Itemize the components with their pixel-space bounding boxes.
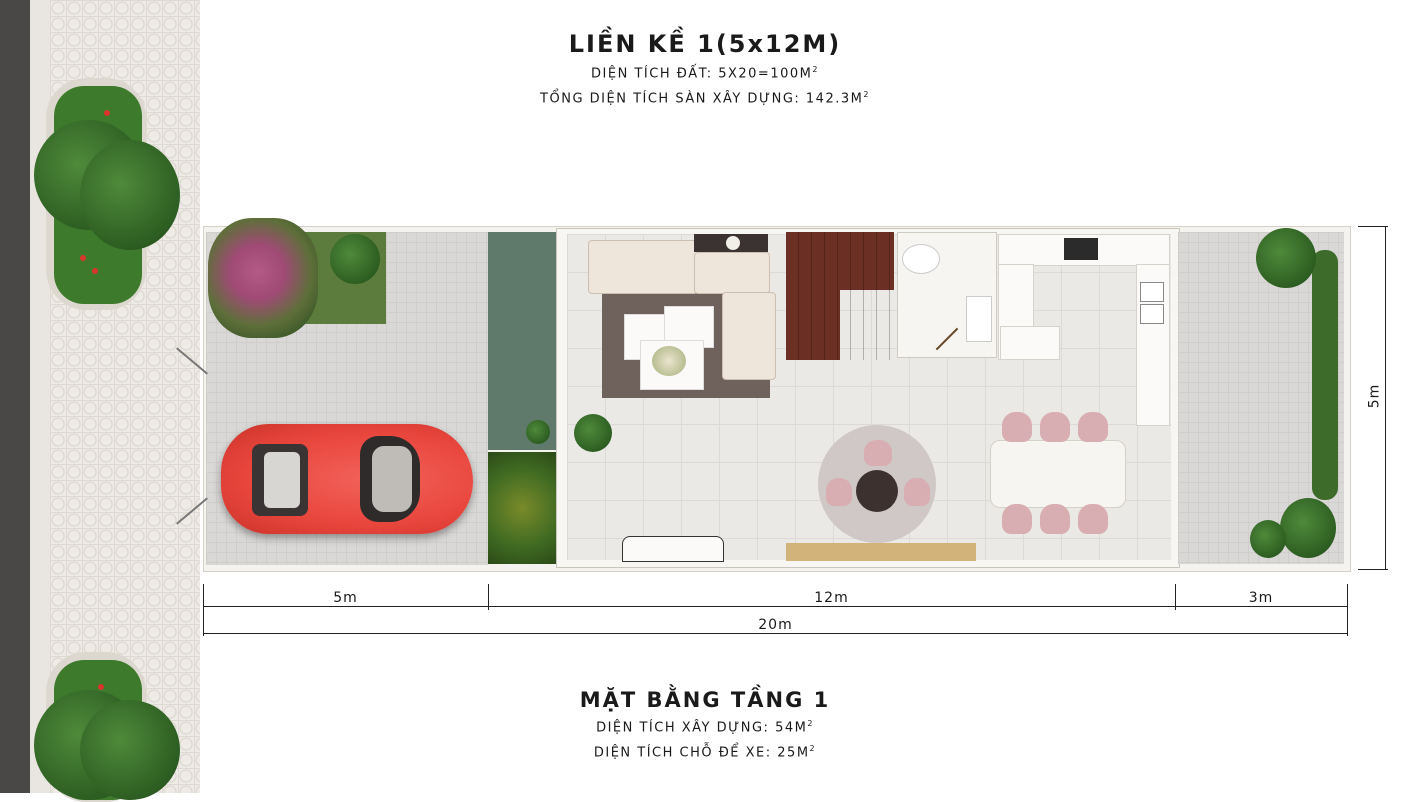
land-area-label: DIỆN TÍCH ĐẤT: 5X20=100M2 <box>0 65 1410 81</box>
bench <box>786 543 976 561</box>
dining-chair <box>1078 504 1108 534</box>
total-dimension-line <box>203 633 1348 634</box>
stair-treads <box>786 232 894 360</box>
dim-tick-house <box>1175 584 1176 610</box>
gross-floor-area-text: TỔNG DIỆN TÍCH SÀN XÂY DỰNG: 142.3M <box>540 91 864 107</box>
appliance-icon <box>1140 304 1164 324</box>
lamp-icon <box>726 236 740 250</box>
floor-plan-title: MẶT BẰNG TẦNG 1 <box>0 688 1410 712</box>
back-yard-dimension-label: 3m <box>1248 590 1274 606</box>
dim-tick-start <box>203 584 204 636</box>
flower <box>104 110 110 116</box>
back-plant-bottom <box>1280 498 1336 558</box>
dining-chair <box>1040 504 1070 534</box>
gross-floor-area-sup: 2 <box>863 90 870 99</box>
toilet-icon <box>902 244 940 274</box>
width-dimension-label: 5m <box>1366 383 1383 409</box>
sink-icon <box>1140 282 1164 302</box>
stair-lower-flight <box>786 290 840 360</box>
indoor-plant <box>574 414 612 452</box>
floor-plan-title-text: MẶT BẰNG TẦNG 1 <box>579 688 831 712</box>
building-area-sup: 2 <box>807 719 814 728</box>
dim-tick-front-yard <box>488 584 489 610</box>
small-potted-plant <box>526 420 550 444</box>
cooktop-icon <box>1064 238 1098 260</box>
wash-basin <box>966 296 992 342</box>
parking-area-label: DIỆN TÍCH CHỖ ĐỂ XE: 25M2 <box>0 744 1410 760</box>
flower <box>80 255 86 261</box>
back-plant-small <box>1250 520 1286 558</box>
round-chair <box>864 440 892 466</box>
car-seats <box>372 446 412 512</box>
garden-shrub <box>330 234 380 284</box>
entrance-green-wall <box>488 232 558 450</box>
stair-upper-flight <box>786 232 894 290</box>
dining-chair <box>1002 412 1032 442</box>
building-area-label: DIỆN TÍCH XÂY DỰNG: 54M2 <box>0 719 1410 735</box>
building-area-text: DIỆN TÍCH XÂY DỰNG: 54M <box>596 720 808 736</box>
round-chair <box>826 478 852 506</box>
sofa-left <box>588 240 698 294</box>
car-engine <box>264 452 300 508</box>
flower <box>98 684 104 690</box>
dim-tick-end <box>1347 584 1348 636</box>
segment-dimension-line <box>203 606 1348 607</box>
flowering-shrub <box>208 218 318 338</box>
width-tick-top <box>1358 226 1388 227</box>
flower-bed <box>488 452 556 564</box>
gross-floor-area-label: TỔNG DIỆN TÍCH SÀN XÂY DỰNG: 142.3M2 <box>0 90 1410 106</box>
flower-vase <box>652 346 686 376</box>
round-chair <box>904 478 930 506</box>
parking-area-sup: 2 <box>809 744 817 753</box>
sofa-chaise <box>722 292 776 380</box>
round-table <box>856 470 898 512</box>
width-dimension-line <box>1385 226 1386 570</box>
dining-chair <box>1078 412 1108 442</box>
console-table <box>622 536 724 562</box>
total-length-dimension-label: 20m <box>758 617 793 633</box>
back-plant-top <box>1256 228 1316 288</box>
house-depth-dimension-label: 12m <box>814 590 849 606</box>
flower <box>92 268 98 274</box>
dining-table <box>990 440 1126 508</box>
land-area-sup: 2 <box>812 65 819 74</box>
land-area-text: DIỆN TÍCH ĐẤT: 5X20=100M <box>591 66 813 82</box>
tree-bottom-2 <box>80 700 180 800</box>
tree-top-2 <box>80 140 180 250</box>
sofa-middle <box>694 252 770 294</box>
dining-chair <box>1002 504 1032 534</box>
parking-area-text: DIỆN TÍCH CHỖ ĐỂ XE: 25M <box>593 745 810 761</box>
kitchen-island <box>1000 326 1060 360</box>
width-tick-bottom <box>1358 569 1388 570</box>
dining-chair <box>1040 412 1070 442</box>
page-title-text: LIỀN KỀ 1(5x12M) <box>568 30 842 58</box>
page-title: LIỀN KỀ 1(5x12M) <box>0 30 1410 58</box>
front-yard-dimension-label: 5m <box>333 590 358 606</box>
back-hedge <box>1312 250 1338 500</box>
street <box>0 0 30 793</box>
